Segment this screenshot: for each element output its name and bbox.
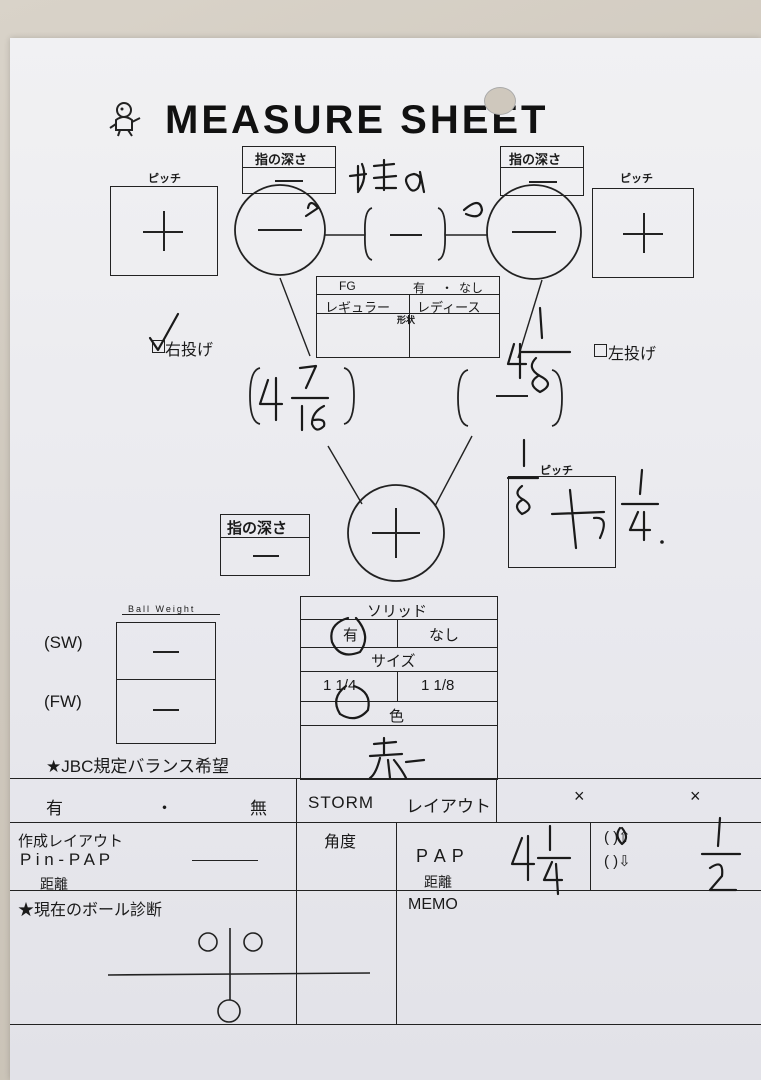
finger-depth-lower-box: 指の深さ [220,514,310,576]
finger-depth-left-box: 指の深さ [242,146,336,194]
down-arrow-option: ( )⇩ [604,853,631,870]
row-divider-1 [10,778,761,779]
sheet-title: MEASURE SHEET [165,98,549,142]
layout-dot: ・ [156,799,173,818]
row-divider-4 [10,1024,761,1025]
layout-yes: 有 [46,799,63,818]
x-mark-1: × [574,786,585,806]
handwriting-layer [148,158,742,896]
right-throw-label: 右投げ [165,342,214,359]
spec-table: ソリッド 有 なし サイズ 1 1/4 1 1/8 色 [300,596,498,780]
right-throw-checkbox[interactable] [152,340,165,353]
fw-label: (FW) [44,692,82,711]
left-throw-checkbox[interactable] [594,344,607,357]
ball-weight-box [116,622,216,744]
fg-shape-table: FG 有 ・ なし レギュラー レディース 形状 [316,276,500,358]
storm-label: STORM [308,793,375,812]
pitch-box-left [110,186,218,276]
angle-label: 角度 [324,834,357,851]
pitch-label-right: ピッチ [620,173,653,185]
layout-label: レイアウト [406,797,491,816]
pitch-box-right [592,188,694,278]
pitch-label-left: ピッチ [148,173,181,185]
current-ball-diagnosis-label: ★現在のボール診断 [18,902,163,919]
pap-label: P A P [416,846,465,866]
distance-label-right: 距離 [424,874,452,890]
x-mark-2: × [690,786,701,806]
sw-label: (SW) [44,633,83,652]
ball-weight-label: Ball Weight [128,604,196,614]
hole-diagram [107,184,582,1023]
layout-none: 無 [250,799,267,818]
pitch-label-lower: ピッチ [540,465,573,477]
punch-hole [484,87,516,115]
pitch-box-lower [508,476,616,568]
created-layout-label: 作成レイアウト [18,833,124,850]
mascot-logo [109,102,141,137]
distance-label-left: 距離 [40,876,68,892]
memo-label: MEMO [408,896,458,913]
finger-depth-right-box: 指の深さ [500,146,584,196]
jbc-balance-label: ★JBC規定バランス希望 [46,757,230,776]
pin-pap-label: P i n - P A P [20,850,111,869]
measure-sheet: MEASURE SHEET 指の深さ 指の深さ ピッチ ピッチ [10,38,761,1080]
left-throw-label: 左投げ [608,346,657,363]
row-divider-2 [10,822,761,823]
row-divider-3 [10,890,761,891]
